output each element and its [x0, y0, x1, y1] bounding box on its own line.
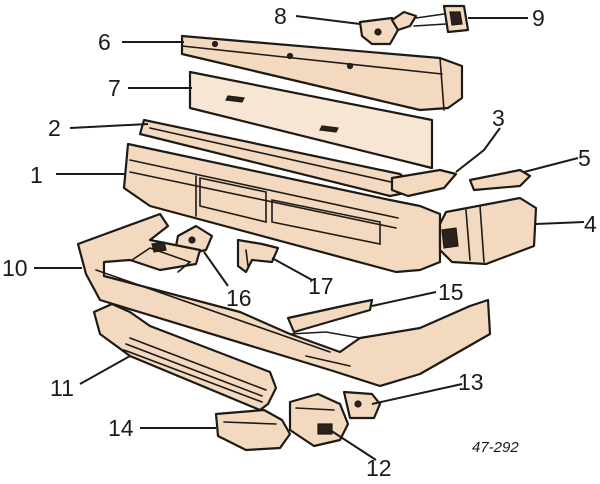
callout-14: 14: [108, 415, 134, 441]
leader-lines: [34, 15, 585, 461]
part-1-bumper-cover: [122, 142, 442, 274]
callout-17: 17: [308, 273, 334, 299]
part-17-bracket: [236, 238, 280, 274]
callout-8: 8: [274, 3, 287, 29]
callout-7: 7: [108, 75, 121, 101]
callout-15: 15: [438, 279, 464, 305]
callout-4: 4: [584, 211, 597, 237]
part-14-fog-lamp: [214, 408, 292, 452]
callout-9: 9: [532, 5, 545, 31]
callout-2: 2: [48, 115, 61, 141]
part-9-clip: [413, 4, 470, 34]
part-4-end-cap: [438, 196, 538, 266]
part-15-strip: [286, 298, 374, 334]
part-11-lower-grille: [92, 302, 278, 412]
callout-10: 10: [2, 255, 28, 281]
part-6-reinforcement: [180, 34, 464, 112]
callout-12: 12: [366, 455, 392, 481]
part-10-lower-bumper: [76, 212, 492, 388]
callout-6: 6: [98, 29, 111, 55]
callout-16: 16: [226, 285, 252, 311]
part-5-piece: [468, 168, 532, 192]
figure-reference-code: 47-292: [472, 439, 519, 456]
callout-1: 1: [30, 162, 43, 188]
part-3-corner-strip: [390, 168, 458, 198]
callout-3: 3: [492, 105, 505, 131]
callout-5: 5: [578, 145, 591, 171]
part-7-absorber: [188, 70, 434, 170]
part-13-clip: [342, 390, 382, 420]
callout-13: 13: [458, 369, 484, 395]
callout-labels: 1 2 3 4 5 6 7 8 9 10 11 12 13 14 15 16 1…: [2, 3, 597, 481]
part-12-fog-lamp: [288, 392, 350, 448]
part-8-bracket: [358, 10, 418, 46]
callout-11: 11: [50, 375, 74, 401]
